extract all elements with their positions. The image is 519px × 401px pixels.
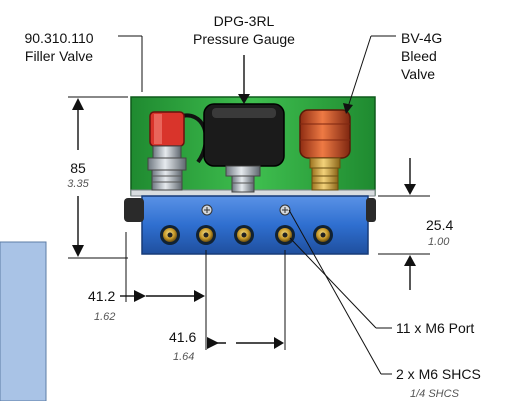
shcs-screws xyxy=(201,204,291,216)
filler-part-label: 90.310.110 xyxy=(24,30,93,46)
height-in: 3.35 xyxy=(67,178,89,190)
dimension-offset xyxy=(120,232,207,350)
leader-lines xyxy=(118,35,396,375)
pitch-mm: 41.6 xyxy=(169,329,196,345)
gauge-name-label: Pressure Gauge xyxy=(193,31,295,47)
dimension-pitch xyxy=(207,250,286,350)
dimension-height xyxy=(68,96,128,259)
block-mm: 25.4 xyxy=(426,217,453,233)
bleed-part-label: BV-4G xyxy=(401,30,442,46)
pressure-gauge xyxy=(203,103,285,193)
port-callout: 11 x M6 Port xyxy=(396,320,474,336)
side-panel-box xyxy=(0,241,47,401)
manifold-block xyxy=(124,195,376,255)
filler-name-label: Filler Valve xyxy=(25,48,93,64)
filler-valve xyxy=(147,111,208,191)
block-in: 1.00 xyxy=(428,236,450,248)
bleed-name-label-2: Valve xyxy=(401,66,435,82)
gauge-part-label: DPG-3RL xyxy=(214,13,275,29)
bleed-name-label-1: Bleed xyxy=(401,48,437,64)
shcs-sub: 1/4 SHCS xyxy=(410,388,460,400)
bleed-valve xyxy=(299,109,351,191)
dimension-block xyxy=(378,158,430,290)
height-mm: 85 xyxy=(70,160,86,176)
offset-mm: 41.2 xyxy=(88,288,115,304)
m6-ports xyxy=(160,225,333,245)
shcs-callout: 2 x M6 SHCS xyxy=(396,366,481,382)
pitch-in: 1.64 xyxy=(173,351,194,363)
offset-in: 1.62 xyxy=(94,311,115,323)
